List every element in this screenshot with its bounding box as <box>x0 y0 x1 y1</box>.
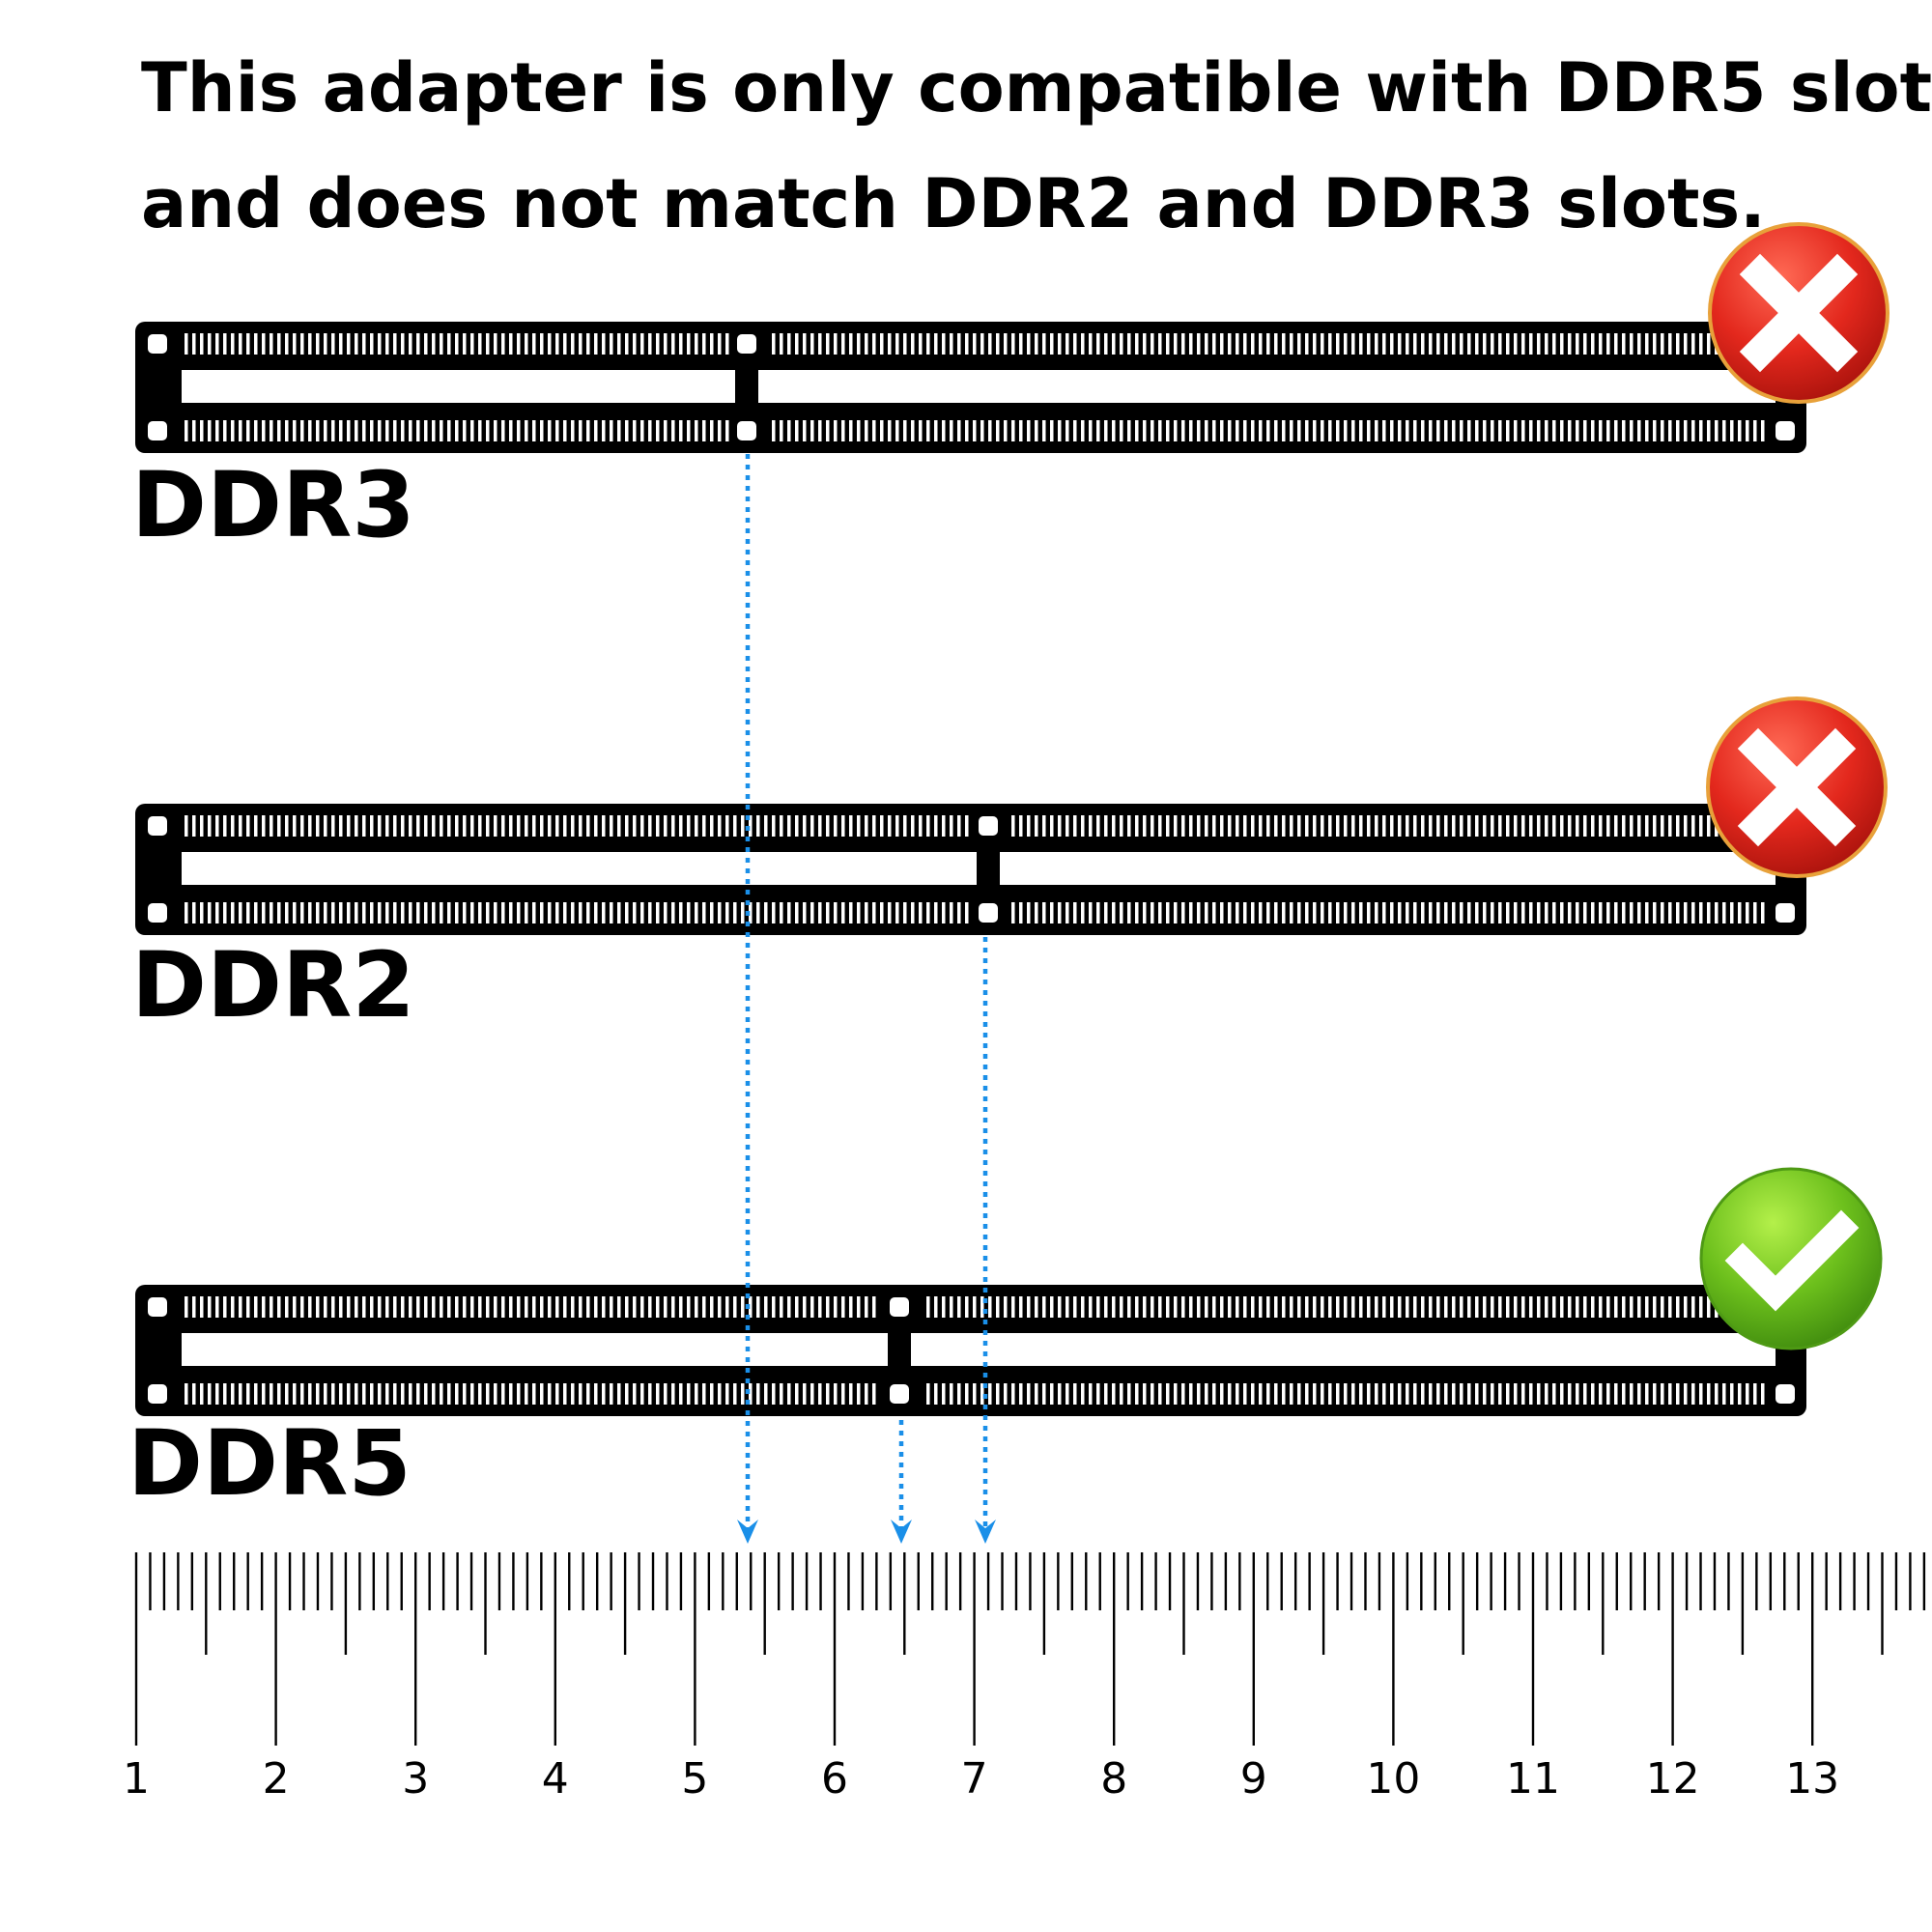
red-x-icon <box>1708 222 1889 404</box>
ddr5-slot <box>135 1285 1806 1416</box>
slot-body <box>135 1285 1806 1416</box>
green-check-icon <box>1699 1167 1883 1350</box>
ruler-label: 12 <box>1646 1754 1700 1804</box>
arrow-head <box>737 1520 758 1544</box>
arrow-head <box>975 1520 996 1544</box>
ruler-label: 13 <box>1785 1754 1839 1804</box>
ruler-label: 7 <box>961 1754 988 1804</box>
ruler-label: 2 <box>263 1754 290 1804</box>
ruler-label: 6 <box>821 1754 848 1804</box>
red-x-icon <box>1706 696 1888 878</box>
ruler-label: 4 <box>542 1754 569 1804</box>
ruler-label: 8 <box>1100 1754 1127 1804</box>
arrow-head <box>891 1520 912 1544</box>
header-line-2: and does not match DDR2 and DDR3 slots. <box>141 164 1766 243</box>
slot-label-ddr5: DDR5 <box>128 1411 412 1517</box>
ruler-label: 5 <box>681 1754 708 1804</box>
key-alignment-arrows <box>737 454 996 1544</box>
ruler-label: 1 <box>123 1754 150 1804</box>
slot-body <box>135 804 1806 935</box>
slot-label-ddr2: DDR2 <box>131 933 415 1038</box>
ruler-label: 11 <box>1506 1754 1560 1804</box>
header-line-1: This adapter is only compatible with DDR… <box>141 48 1932 128</box>
ddr2-slot <box>135 804 1806 935</box>
ruler-label: 3 <box>402 1754 429 1804</box>
ruler: 123456789101112131 <box>123 1552 1926 1804</box>
ddr3-slot <box>135 322 1806 453</box>
ruler-label: 9 <box>1240 1754 1267 1804</box>
ruler-label: 10 <box>1366 1754 1420 1804</box>
slot-label-ddr3: DDR3 <box>131 453 415 558</box>
slot-body <box>135 322 1806 453</box>
